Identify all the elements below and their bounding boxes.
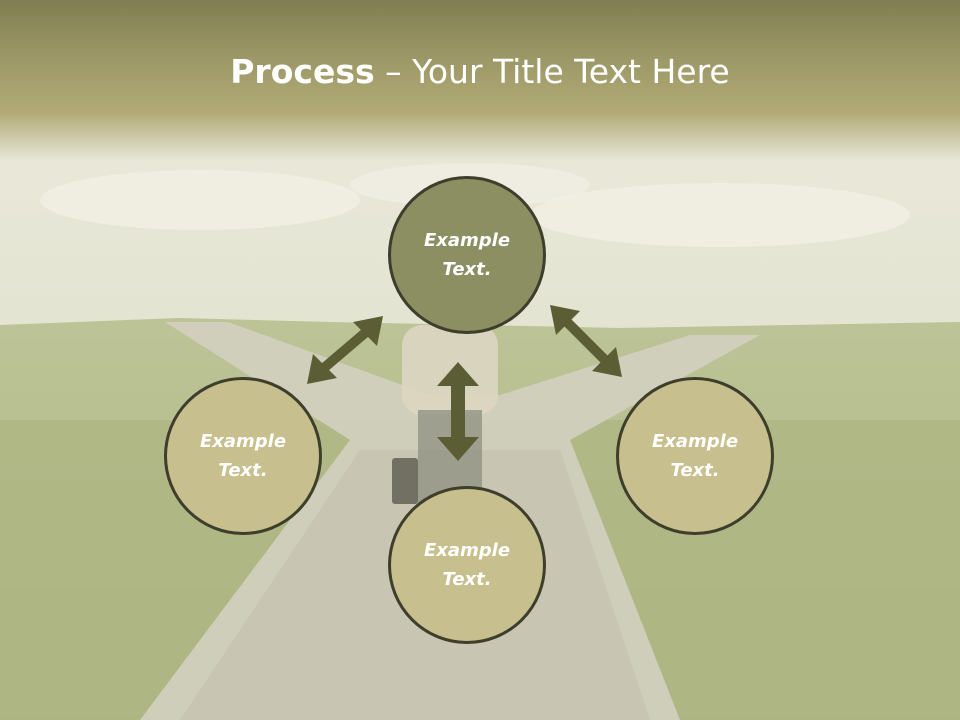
title-rest: – Your Title Text Here [374,52,730,91]
node-text-line2: Text. [218,460,268,481]
node-text-line1: Example [423,540,511,561]
node-text-line1: Example [199,431,287,452]
node-text-line1: Example [423,230,511,251]
node-text-line2: Text. [442,259,492,280]
node-text-line2: Text. [670,460,720,481]
arrow-center-right [550,305,622,377]
process-node-right[interactable]: Example Text. [616,377,774,535]
person-torso [402,325,498,415]
process-node-bottom[interactable]: Example Text. [388,486,546,644]
node-text-line2: Text. [442,569,492,590]
briefcase [392,458,418,504]
process-node-left[interactable]: Example Text. [164,377,322,535]
arrow-center-bottom [437,362,479,461]
cloud [530,183,910,247]
cloud [40,170,360,230]
process-node-center[interactable]: Example Text. [388,176,546,334]
arrow-center-left [307,316,383,384]
slide-title: Process – Your Title Text Here [0,52,960,91]
node-text-line1: Example [651,431,739,452]
title-band [0,0,960,160]
title-bold: Process [230,52,375,91]
